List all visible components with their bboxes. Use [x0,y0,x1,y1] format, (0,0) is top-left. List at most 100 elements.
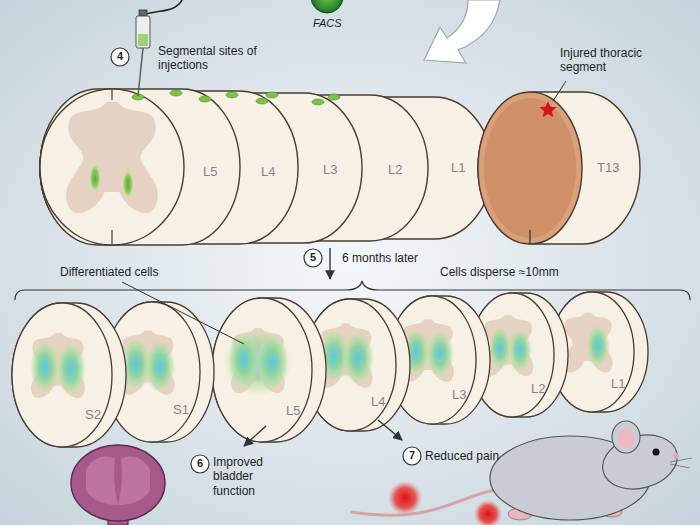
spinal-cord-bottom [30,340,60,394]
spinal-cord-bottom [12,292,648,447]
mouse [618,428,634,448]
injured-segment [478,92,582,244]
syringe [139,10,147,16]
spinal-cord-bottom [56,342,86,396]
spinal-cord-bottom [342,331,374,385]
spinal-cord-bottom [224,328,292,396]
transfer-arrow [424,0,500,63]
segment-label: L4 [371,394,385,410]
gray-matter [90,165,100,191]
injured-segment [539,101,556,117]
injured-segment [484,98,576,238]
segment-label: L1 [611,376,625,392]
syringe [138,48,143,96]
segment-label: L4 [261,164,275,180]
segment-label: L3 [452,387,466,403]
annotation: Injured thoracic segment [560,46,670,75]
segment-label: L1 [451,160,465,176]
injection-sites [266,92,278,98]
injection-sites [170,90,182,96]
spinal-cord-top [40,89,240,245]
leader-line [553,81,566,101]
gray-matter [66,102,158,213]
annotation: Differentiated cells [60,265,159,279]
spinal-cord-bottom [12,303,112,447]
annotation: 6 months later [342,251,418,265]
spinal-cord-bottom [228,332,260,388]
spinal-cord-bottom [508,328,532,372]
segment-label: S2 [85,407,101,423]
callout-circle [191,455,209,473]
injured-segment [478,92,640,244]
transfer-arrow [424,0,500,63]
injection-sites [132,90,340,105]
injured-segment [478,92,640,244]
segment-label: T13 [597,160,619,176]
segment-label: L2 [531,381,545,397]
spinal-cord-bottom [212,298,326,442]
bladder [71,445,165,521]
gray-matter [66,89,158,245]
mouse [670,458,692,468]
spinal-cord-bottom [12,303,126,447]
bladder [71,445,165,525]
syringe [146,0,182,14]
time-arrow [329,248,330,279]
mouse [352,421,692,525]
callout-circle [111,48,129,66]
segment-label: L2 [388,162,402,178]
mouse [474,500,502,525]
spinal-cord-top [40,89,184,245]
mouse [388,481,422,515]
callout-circle [403,447,421,465]
callout-number: 4 [117,50,123,63]
callout-circle [304,249,322,267]
gray-matter [123,171,133,197]
injection-sites [328,94,340,100]
injured-segment [529,230,530,244]
mouse [673,453,679,459]
injection-sites [199,96,211,102]
spinal-cord-bottom [586,324,610,368]
annotation: Reduced pain [425,449,499,463]
callout-number: 5 [310,251,316,264]
facs-symbol [311,0,343,13]
spinal-cord-bottom [426,330,454,378]
annotation: Cells disperse ≈10mm [440,265,559,279]
gray-matter [111,89,112,100]
spinal-cord-bottom [212,298,326,442]
mouse [653,449,660,456]
bladder [118,457,150,506]
callout-number: 6 [197,457,203,470]
annotation: Segmental sites of injections [158,44,263,73]
spinal-cord-bottom [563,313,612,373]
facs-label: FACS [313,17,342,30]
spinal-cord-bottom [12,303,126,447]
syringe [136,16,150,48]
syringe [138,34,148,46]
bladder [86,457,118,506]
outcome-arrow [378,420,402,440]
segment-label: L5 [203,164,217,180]
spinal-cord-top [40,89,492,245]
leader-line [122,282,244,344]
facs-symbol [311,0,343,13]
outcome-arrow [244,426,266,446]
annotation: Improved bladder function [213,455,275,498]
callout-number: 7 [409,449,415,462]
injection-sites [256,98,268,104]
injection-sites [226,92,238,98]
spinal-cord-bottom [145,339,175,393]
spinal-cord-bottom [256,334,288,390]
spinal-cord-bottom [212,298,312,442]
segment-label: S1 [173,402,189,418]
spinal-cord-bottom [121,330,174,394]
gray-matter [111,230,112,245]
segment-label: L5 [286,403,300,419]
injection-sites [312,99,324,105]
mouse [352,490,494,515]
segment-label: L3 [323,162,337,178]
mouse [612,421,640,453]
